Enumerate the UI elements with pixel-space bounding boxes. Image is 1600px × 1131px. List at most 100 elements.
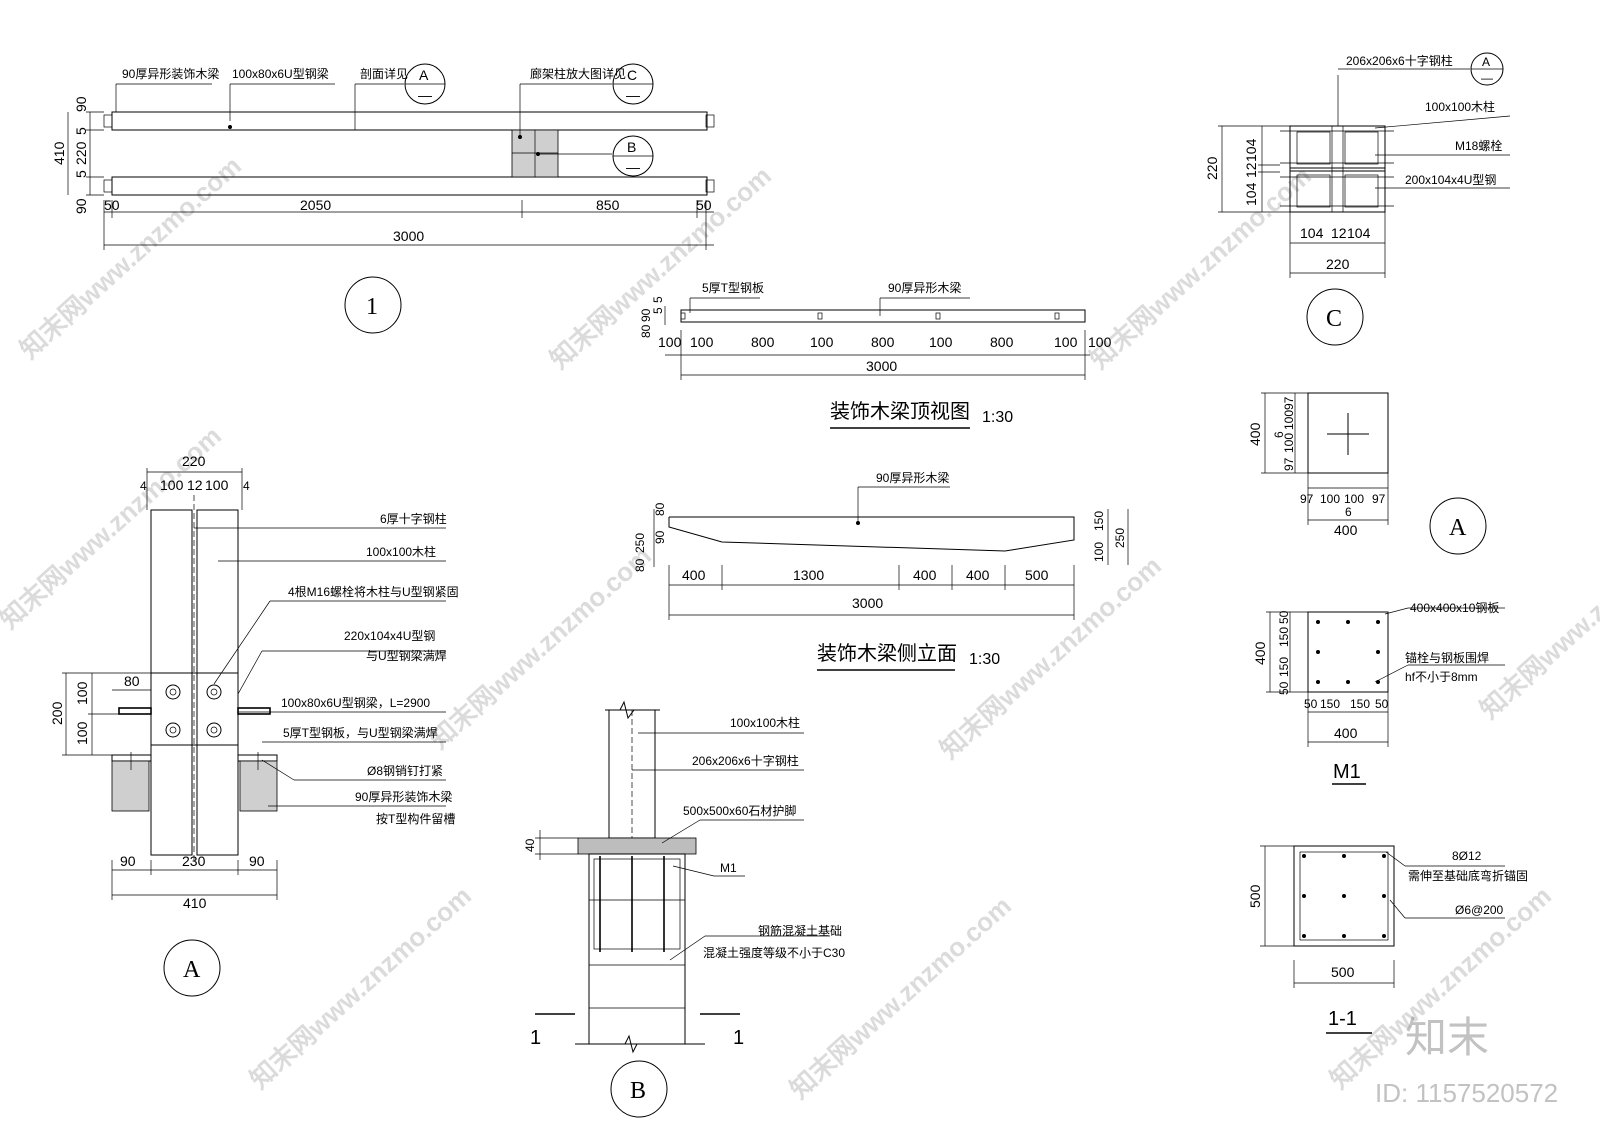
- dim-left: 150: [1277, 627, 1291, 647]
- note: 与U型钢梁满焊: [366, 648, 447, 663]
- dim-bottom: 800: [990, 334, 1014, 350]
- ref-bubble-dash: —: [626, 87, 640, 103]
- dim-bottom: 100: [1088, 334, 1112, 350]
- rebars: [1302, 854, 1386, 938]
- label-m1: M1: [720, 861, 737, 875]
- label-wood-col: 100x100木柱: [1425, 99, 1495, 114]
- dim-left: 90: [639, 308, 653, 322]
- dim-total-h: 400: [1252, 641, 1268, 665]
- watermark-text: 知末网www.znzmo.com: [1474, 510, 1600, 724]
- label-cross-col: 206x206x6十字钢柱: [1346, 53, 1453, 68]
- watermark-text: 知末网www.znzmo.com: [424, 540, 657, 754]
- dim-left: 12: [1243, 162, 1259, 178]
- note: 5厚T型钢板，与U型钢梁满焊: [283, 725, 438, 740]
- dim-bottom-50: 50: [696, 197, 712, 213]
- detail-c-mark: C: [1326, 306, 1342, 332]
- label-section-ref: 剖面详见: [360, 66, 408, 81]
- dim-left: 250: [633, 533, 647, 553]
- label-u-steel: 200x104x4U型钢: [1405, 173, 1496, 187]
- dim-top: 12: [187, 477, 203, 493]
- dim-total: 3000: [852, 595, 883, 611]
- dim-left: 104: [1243, 182, 1259, 206]
- top-view-title: 装饰木梁顶视图: [830, 400, 970, 423]
- dim-mid: 6: [1272, 431, 1286, 438]
- dim-bottom: 100: [1054, 334, 1078, 350]
- ref-bubble-c: C: [627, 67, 637, 83]
- dim-total-3000: 3000: [393, 228, 424, 244]
- dim-right: 100: [1092, 542, 1106, 562]
- dim-bottom-total: 410: [183, 895, 207, 911]
- m1-plate: 400x400x10钢板 锚栓与钢板围焊 hf不小于8mm 50 150 150…: [1252, 601, 1505, 785]
- dim-left-220: 220: [73, 141, 89, 165]
- anchor-bolts: [1316, 620, 1380, 684]
- dim-left-90: 90: [73, 198, 89, 214]
- dim-bottom: 400: [682, 567, 706, 583]
- dim-left: 80: [653, 502, 667, 516]
- dim-80: 80: [124, 673, 140, 689]
- dim-bottom: 50: [1304, 697, 1318, 711]
- ref-bubble-a: A: [419, 67, 429, 83]
- dim-total-h: 400: [1247, 422, 1263, 446]
- dim-left: 150: [1277, 657, 1291, 677]
- label-foundation: 钢筋混凝土基础: [758, 923, 842, 938]
- note: 100x80x6U型钢梁，L=2900: [281, 695, 430, 710]
- watermark-logo: 知末: [1405, 1014, 1489, 1061]
- cut-label: 1: [530, 1027, 541, 1049]
- dim-left: 104: [1243, 138, 1259, 162]
- dim-right: 150: [1092, 511, 1106, 531]
- dim-bottom-50: 50: [104, 197, 120, 213]
- detail-a-column: 220 4 100 12 100 4 100 100 200 80 90 230…: [49, 453, 459, 997]
- dim-bottom: 97: [1300, 492, 1314, 506]
- side-view: 90厚异形木梁 250 80 90 80 150 100 250 400 130…: [633, 470, 1129, 671]
- dim-left-5: 5: [73, 170, 89, 178]
- dim-bottom: 100: [1344, 492, 1364, 506]
- dim-bottom: 100: [658, 334, 682, 350]
- dim-bottom: 230: [182, 853, 206, 869]
- watermark-text: 知末网www.znzmo.com: [244, 880, 477, 1094]
- dim-bottom: 400: [966, 567, 990, 583]
- ref-bubble-b: B: [627, 139, 636, 155]
- dim-bottom: 100: [929, 334, 953, 350]
- dim-left: 50: [1277, 610, 1291, 624]
- label-t-plate: 5厚T型钢板: [702, 281, 764, 295]
- dim-left: 90: [653, 530, 667, 544]
- ref-bubble-dash: —: [1481, 71, 1493, 85]
- dim-bottom: 97: [1372, 492, 1386, 506]
- dim-left: 100: [74, 681, 90, 705]
- label-stirrup: Ø6@200: [1455, 903, 1504, 917]
- dim-left: 100: [74, 721, 90, 745]
- label-anchor: 需伸至基础底弯折锚固: [1408, 868, 1528, 883]
- dim-right: 97: [1282, 457, 1296, 471]
- cut-label: 1: [733, 1027, 744, 1049]
- detail-a-column-mark: A: [183, 957, 201, 983]
- dim-bottom: 104: [1347, 225, 1371, 241]
- dim-40: 40: [523, 838, 537, 852]
- dim-bottom: 100: [810, 334, 834, 350]
- label-bolt: M18螺栓: [1455, 138, 1502, 153]
- watermark-text: 知末网www.znzmo.com: [1324, 880, 1557, 1094]
- dim-total-w: 400: [1334, 522, 1358, 538]
- m1-mark: M1: [1333, 761, 1361, 783]
- note: 4根M16螺栓将木柱与U型钢紧固: [288, 584, 459, 599]
- drawing-mark-1: 1: [366, 294, 378, 320]
- note: 100x100木柱: [366, 544, 436, 559]
- label-concrete: 混凝土强度等级不小于C30: [703, 945, 845, 960]
- dim-bottom: 1300: [793, 567, 824, 583]
- top-view-scale: 1:30: [982, 409, 1013, 426]
- dim-bottom: 50: [1375, 697, 1389, 711]
- leader-lines: [194, 527, 446, 807]
- dim-total-410: 410: [51, 141, 67, 165]
- note: 按T型构件留槽: [376, 811, 455, 826]
- dim-bottom: 90: [249, 853, 265, 869]
- watermark-text: 知末网www.znzmo.com: [14, 150, 247, 364]
- label-beam: 90厚异形木梁: [888, 280, 961, 295]
- dim-w: 500: [1331, 964, 1355, 980]
- dim-bottom: 150: [1320, 697, 1340, 711]
- dim-bottom: 500: [1025, 567, 1049, 583]
- dim-left: 50: [1277, 681, 1291, 695]
- ref-bubble-dash: —: [626, 159, 640, 175]
- label-stone: 500x500x60石材护脚: [683, 803, 796, 818]
- dim-left: 5: [651, 307, 665, 314]
- dim-total-w: 220: [1326, 256, 1350, 272]
- label-column-ref: 廊架柱放大图详见: [530, 66, 626, 81]
